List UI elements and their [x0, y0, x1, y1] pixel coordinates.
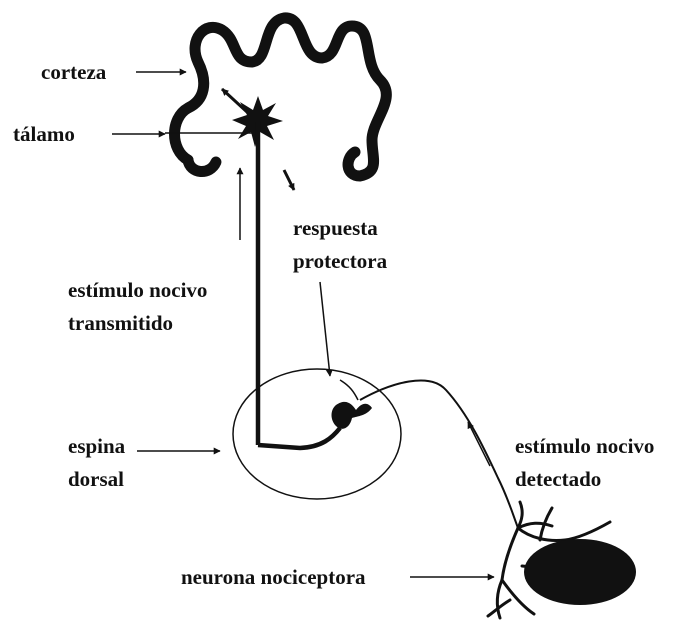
label-thalamus: tálamo — [13, 122, 75, 146]
cortex-signal-arrow — [222, 89, 247, 112]
protective-response-arrow — [284, 170, 294, 190]
label-spinal-2: dorsal — [68, 467, 124, 491]
sensory-axon-branch — [340, 380, 358, 400]
label-detected-1: estímulo nocivo — [515, 434, 654, 458]
label-transmitted-1: estímulo nocivo — [68, 278, 207, 302]
label-transmitted-2: transmitido — [68, 311, 173, 335]
label-neuron: neurona nociceptora — [181, 565, 366, 589]
tract-bottom-hook — [258, 428, 340, 448]
label-cortex: corteza — [41, 60, 107, 84]
label-protective-response-1: respuesta — [293, 216, 378, 240]
response-pointer-line — [320, 282, 330, 376]
detected-signal-arrow — [468, 422, 490, 466]
label-spinal-1: espina — [68, 434, 126, 458]
thalamus-outline — [188, 160, 216, 172]
synapse-body — [332, 402, 373, 429]
sensory-axon — [360, 381, 518, 528]
label-detected-2: detectado — [515, 467, 601, 491]
label-protective-response-2: protectora — [293, 249, 388, 273]
target-tissue — [524, 539, 636, 605]
brain-cortex-outline — [175, 18, 387, 176]
